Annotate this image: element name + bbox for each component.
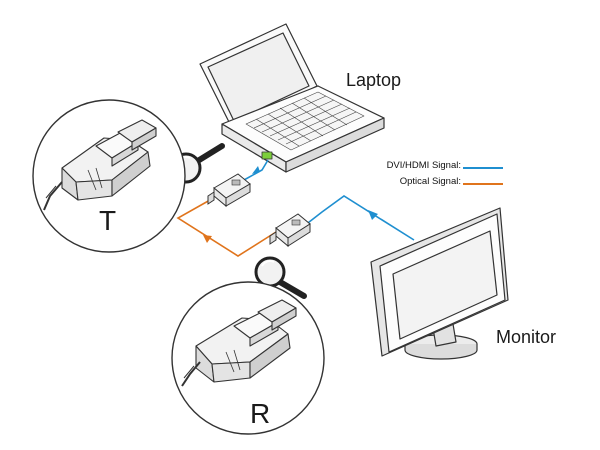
hdmi-connector-icon [181, 299, 297, 387]
receiver-label: R [250, 398, 271, 429]
signal-legend: DVI/HDMI Signal: Optical Signal: [355, 159, 503, 190]
laptop-label: Laptop [346, 70, 402, 90]
signal-arrow [252, 166, 260, 174]
transmitter-module [207, 173, 251, 208]
laptop-icon [199, 23, 385, 173]
optical-cable [176, 199, 277, 257]
signal-arrow [368, 210, 378, 220]
monitor-icon [370, 207, 509, 360]
hdmi-connector-icon [43, 119, 157, 211]
transmitter-label: T [99, 205, 117, 236]
receiver-module [269, 213, 311, 248]
legend-label-optical: Optical Signal: [399, 176, 461, 187]
legend-swatch-dvi-hdmi [463, 167, 503, 169]
dvi-hdmi-cable-monitor [303, 195, 415, 241]
signal-arrow [203, 235, 212, 243]
monitor-label: Monitor [496, 327, 557, 347]
magnifying-glass-icon [254, 256, 307, 299]
legend-label-dvi-hdmi: DVI/HDMI Signal: [386, 160, 461, 171]
dvi-hdmi-cable-laptop [243, 159, 269, 181]
legend-swatch-optical [463, 183, 503, 185]
transmitter-zoom-circle [32, 99, 186, 253]
receiver-zoom-circle [171, 281, 325, 435]
